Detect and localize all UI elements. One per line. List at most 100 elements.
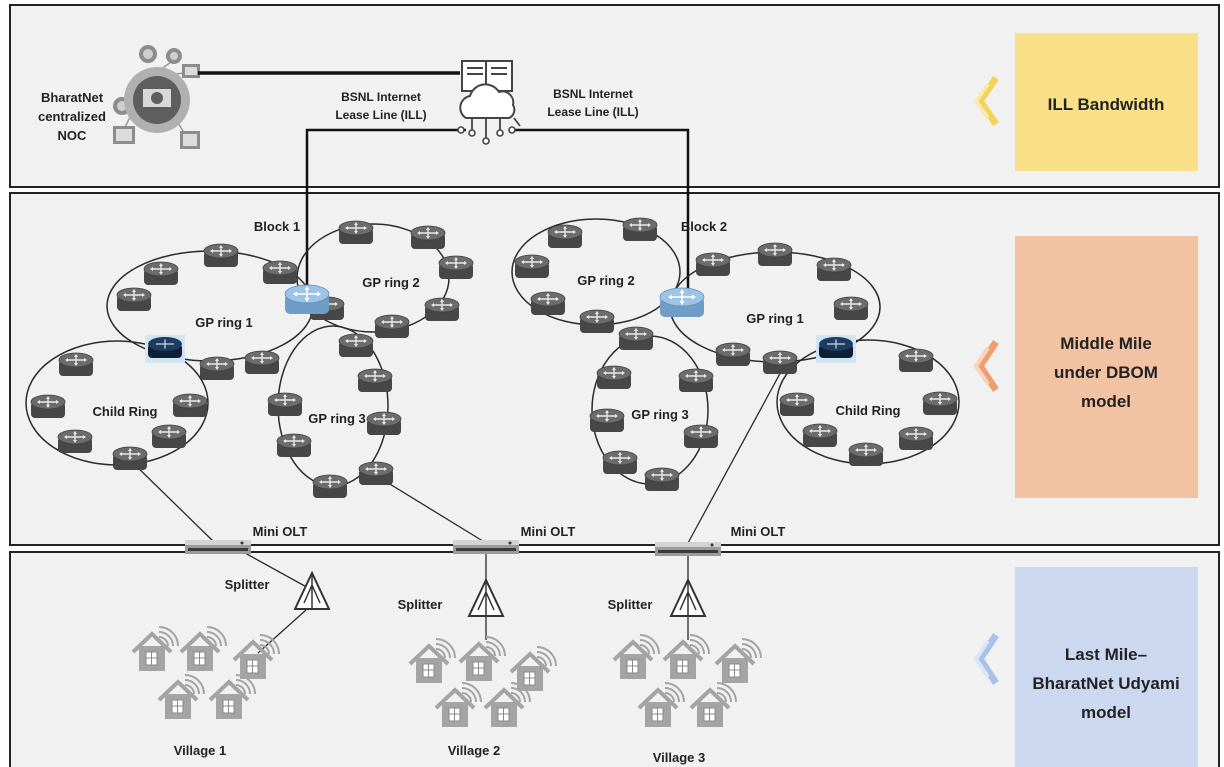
block1-gp-ring3-label: GP ring 3 [308,411,366,426]
cloud-server-icon [457,60,521,145]
block1-child-ring-gateway-router [144,334,186,364]
mini-olt-right-label: Mini OLT [731,524,786,539]
last-mile-label-line3: model [1081,703,1131,722]
router-icon-48 [802,423,838,448]
router-icon-6 [244,350,280,375]
village3-label: Village 3 [653,750,706,765]
mini-olt-middle-label: Mini OLT [521,524,576,539]
router-icon-24 [151,424,187,449]
router-icon-37 [618,326,654,351]
mini-olt-middle [453,540,519,554]
village1-label: Village 1 [174,743,227,758]
router-icon-28 [514,254,550,279]
router-icon-2 [203,243,239,268]
block1-gp-ring2-label: GP ring 2 [362,275,420,290]
router-icon-27 [622,217,658,242]
router-icon-21 [30,394,66,419]
router-icon-49 [779,392,815,417]
router-icon-40 [602,450,638,475]
router-icon-17 [312,474,348,499]
splitter-label-2: Splitter [398,597,443,612]
router-icon-42 [683,424,719,449]
router-icon-45 [922,391,958,416]
router-icon-38 [596,365,632,390]
router-icon-36 [762,350,798,375]
mini-olt-left-label: Mini OLT [253,524,308,539]
router-icon-35 [715,342,751,367]
block2-gp-ring1-label: GP ring 1 [746,311,804,326]
router-icon-31 [695,252,731,277]
router-icon-14 [357,368,393,393]
block1-label: Block 1 [254,219,300,234]
last-mile-label-line1: Last Mile– [1065,645,1147,664]
ill-link-block1 [305,128,466,290]
village2-label: Village 2 [448,743,501,758]
block2-gp-ring3-label: GP ring 3 [631,407,689,422]
router-icon-43 [678,368,714,393]
last-chevron-icon [974,633,999,685]
block2-core-router [659,287,705,318]
router-icon-47 [848,442,884,467]
middle-mile-box [1015,236,1198,498]
router-icon-3 [262,260,298,285]
mini-olt-right [655,542,721,556]
router-icon-15 [366,411,402,436]
router-icon-18 [276,433,312,458]
block1-child-ring-label: Child Ring [93,404,158,419]
mini-olt-left [185,540,251,554]
router-icon-19 [267,392,303,417]
ill-label-left-line2: Lease Line (ILL) [335,108,426,122]
ill-bandwidth-label: ILL Bandwidth [1048,95,1165,114]
splitter-label-1: Splitter [225,577,270,592]
ill-label-right-line1: BSNL Internet [553,87,633,101]
ill-label-right-line2: Lease Line (ILL) [547,105,638,119]
router-icon-26 [547,224,583,249]
ill-link-block2 [512,128,690,292]
router-icon-1 [143,261,179,286]
block1-gp-ring1-label: GP ring 1 [195,315,253,330]
router-icon-41 [644,467,680,492]
router-icon-44 [898,348,934,373]
router-icon-33 [816,257,852,282]
noc-hub-icon [113,45,200,149]
router-icon-39 [589,408,625,433]
router-icon-8 [410,225,446,250]
last-mile-label-line2: BharatNet Udyami [1032,674,1179,693]
block2-gp-ring2-label: GP ring 2 [577,273,635,288]
block2-child-ring-label: Child Ring [836,403,901,418]
router-icon-29 [530,291,566,316]
router-icon-32 [757,242,793,267]
noc-label-line2: centralized [38,109,106,124]
router-icon-4 [116,287,152,312]
router-icon-13 [338,333,374,358]
router-icon-11 [374,314,410,339]
block2-child-ring-gateway-router [815,334,857,364]
router-icon-22 [57,429,93,454]
router-icon-25 [172,393,208,418]
router-icon-5 [199,356,235,381]
middle-chevron-icon [974,340,999,392]
router-icon-34 [833,296,869,321]
ill-bandwidth-box [1015,33,1198,171]
router-icon-7 [338,220,374,245]
middle-mile-label-line1: Middle Mile [1060,334,1152,353]
block1-core-router [284,284,330,315]
router-icon-9 [438,255,474,280]
middle-mile-label-line3: model [1081,392,1131,411]
middle-mile-label-line2: under DBOM [1054,363,1158,382]
noc-label-line1: BharatNet [41,90,104,105]
router-icon-46 [898,426,934,451]
router-icon-20 [58,352,94,377]
router-icon-16 [358,461,394,486]
noc-label-line3: NOC [58,128,88,143]
router-icon-10 [424,297,460,322]
router-icon-30 [579,309,615,334]
ill-label-left-line1: BSNL Internet [341,90,421,104]
block2-label: Block 2 [681,219,727,234]
splitter-label-3: Splitter [608,597,653,612]
last-mile-box [1015,567,1198,767]
router-icon-23 [112,446,148,471]
access-links [129,367,784,654]
ill-chevron-icon [974,76,999,126]
